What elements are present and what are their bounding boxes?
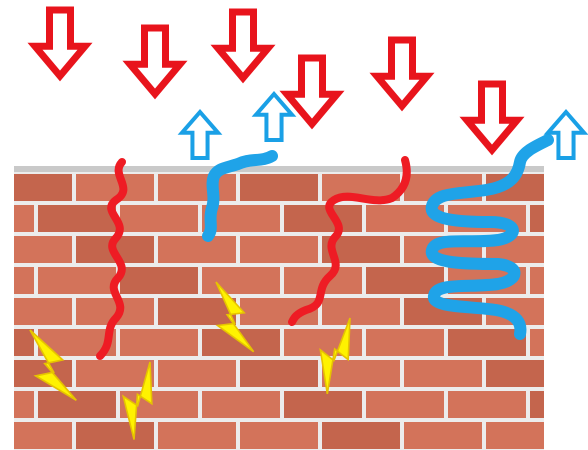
brick: [0, 422, 72, 449]
brick: [0, 298, 72, 325]
brick: [158, 236, 236, 263]
brick: [0, 174, 72, 201]
brick: [404, 422, 482, 449]
brick: [448, 391, 526, 418]
brick: [0, 205, 34, 232]
red-down-arrow-icon: [287, 58, 337, 124]
brick: [530, 329, 588, 356]
red-down-arrow-icon: [377, 40, 427, 106]
brick: [38, 205, 116, 232]
brick: [366, 391, 444, 418]
brick: [76, 422, 154, 449]
brick: [158, 422, 236, 449]
brick: [486, 360, 564, 387]
brick: [240, 174, 318, 201]
brick: [322, 422, 400, 449]
brick: [366, 329, 444, 356]
brick: [530, 267, 588, 294]
brick: [158, 360, 236, 387]
brick: [240, 360, 318, 387]
blue-up-arrow-icon: [548, 112, 584, 158]
blue-up-arrow-icon: [182, 112, 218, 158]
brick: [0, 391, 34, 418]
brick: [0, 236, 72, 263]
brick: [38, 267, 116, 294]
red-down-arrow-icon: [130, 28, 180, 94]
brick: [0, 329, 34, 356]
brick: [322, 360, 400, 387]
brick: [38, 391, 116, 418]
brick: [76, 360, 154, 387]
brick: [202, 391, 280, 418]
wall-top-edge: [14, 166, 544, 172]
red-down-arrow-icon: [467, 84, 517, 150]
brick: [284, 391, 362, 418]
brick: [120, 205, 198, 232]
brick: [158, 174, 236, 201]
brick: [202, 267, 280, 294]
brick: [240, 422, 318, 449]
red-down-arrow-icon: [35, 10, 85, 76]
brick: [530, 205, 588, 232]
blue-up-arrow-icon: [256, 94, 292, 140]
red-down-arrow-icon: [218, 12, 268, 78]
brick: [486, 422, 564, 449]
brick: [322, 298, 400, 325]
brick: [404, 360, 482, 387]
brick: [530, 391, 588, 418]
brick: [240, 236, 318, 263]
brick: [284, 205, 362, 232]
brick: [120, 267, 198, 294]
brick: [0, 267, 34, 294]
brick: [120, 329, 198, 356]
